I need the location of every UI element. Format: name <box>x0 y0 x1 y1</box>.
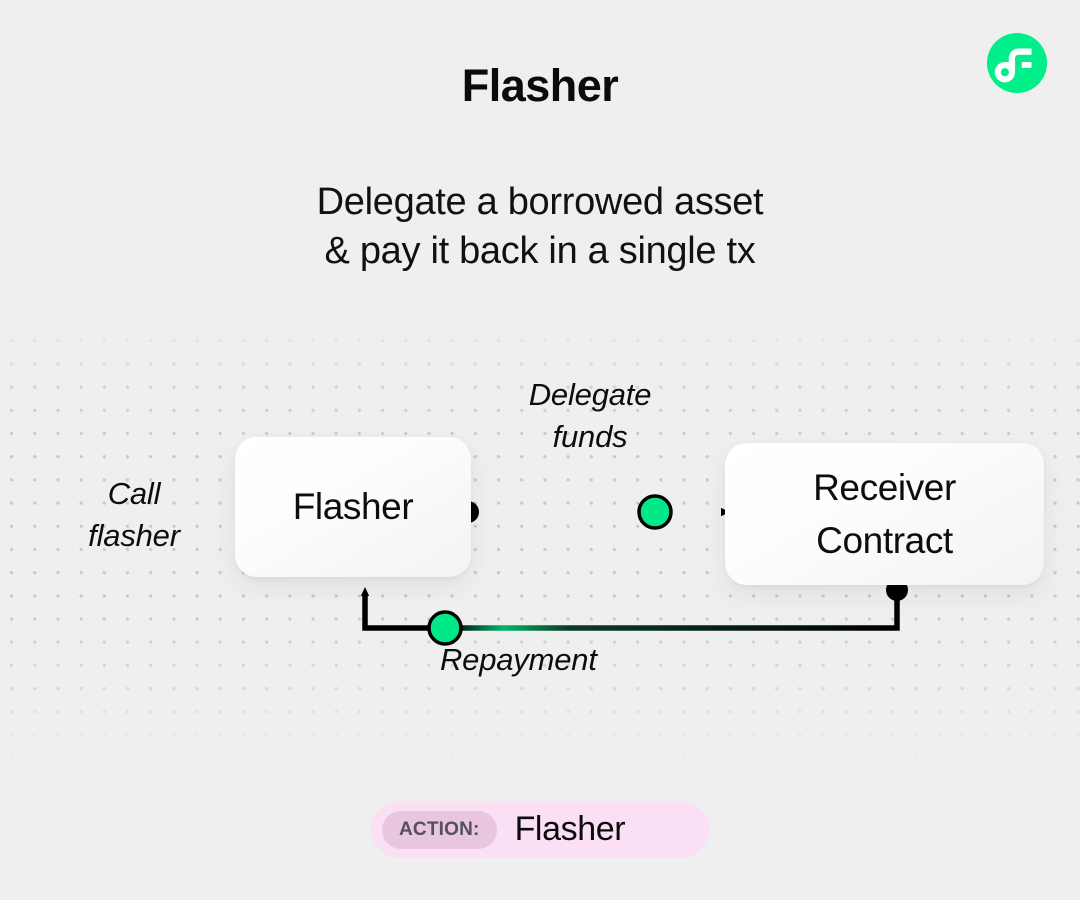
flow-logo-icon <box>986 32 1048 94</box>
edge-label-delegate-funds: Delegate funds <box>440 374 740 458</box>
page-title: Flasher <box>461 60 619 111</box>
node-receiver-text: Receiver Contract <box>813 461 956 567</box>
action-chip-label: ACTION: <box>382 810 497 849</box>
call-label-line-2: flasher <box>88 518 180 553</box>
delegate-label-line-2: funds <box>552 419 628 454</box>
call-label-line-1: Call <box>107 476 161 511</box>
edge-repayment <box>360 579 908 646</box>
node-flasher-label: Flasher <box>292 486 414 527</box>
subtitle-line-2: & pay it back in a single tx <box>324 230 756 272</box>
action-badge: ACTION: Flasher <box>371 801 709 858</box>
edge-label-repayment: Repayment <box>440 642 597 677</box>
node-receiver-contract[interactable]: Receiver Contract <box>725 443 1044 585</box>
flow-dot-delegate <box>637 494 673 530</box>
flow-dot-repayment <box>427 610 463 646</box>
node-receiver-label-line-1: Receiver <box>813 467 956 508</box>
node-flasher[interactable]: Flasher <box>235 437 471 577</box>
page-subtitle: Delegate a borrowed asset & pay it back … <box>0 178 1080 276</box>
edge-label-call-flasher: Call flasher <box>38 473 230 557</box>
subtitle-line-1: Delegate a borrowed asset <box>316 181 764 223</box>
node-receiver-label-line-2: Contract <box>816 520 953 561</box>
delegate-label-line-1: Delegate <box>528 377 652 412</box>
edge-delegate-funds <box>457 494 730 530</box>
action-value: Flasher <box>514 810 626 848</box>
